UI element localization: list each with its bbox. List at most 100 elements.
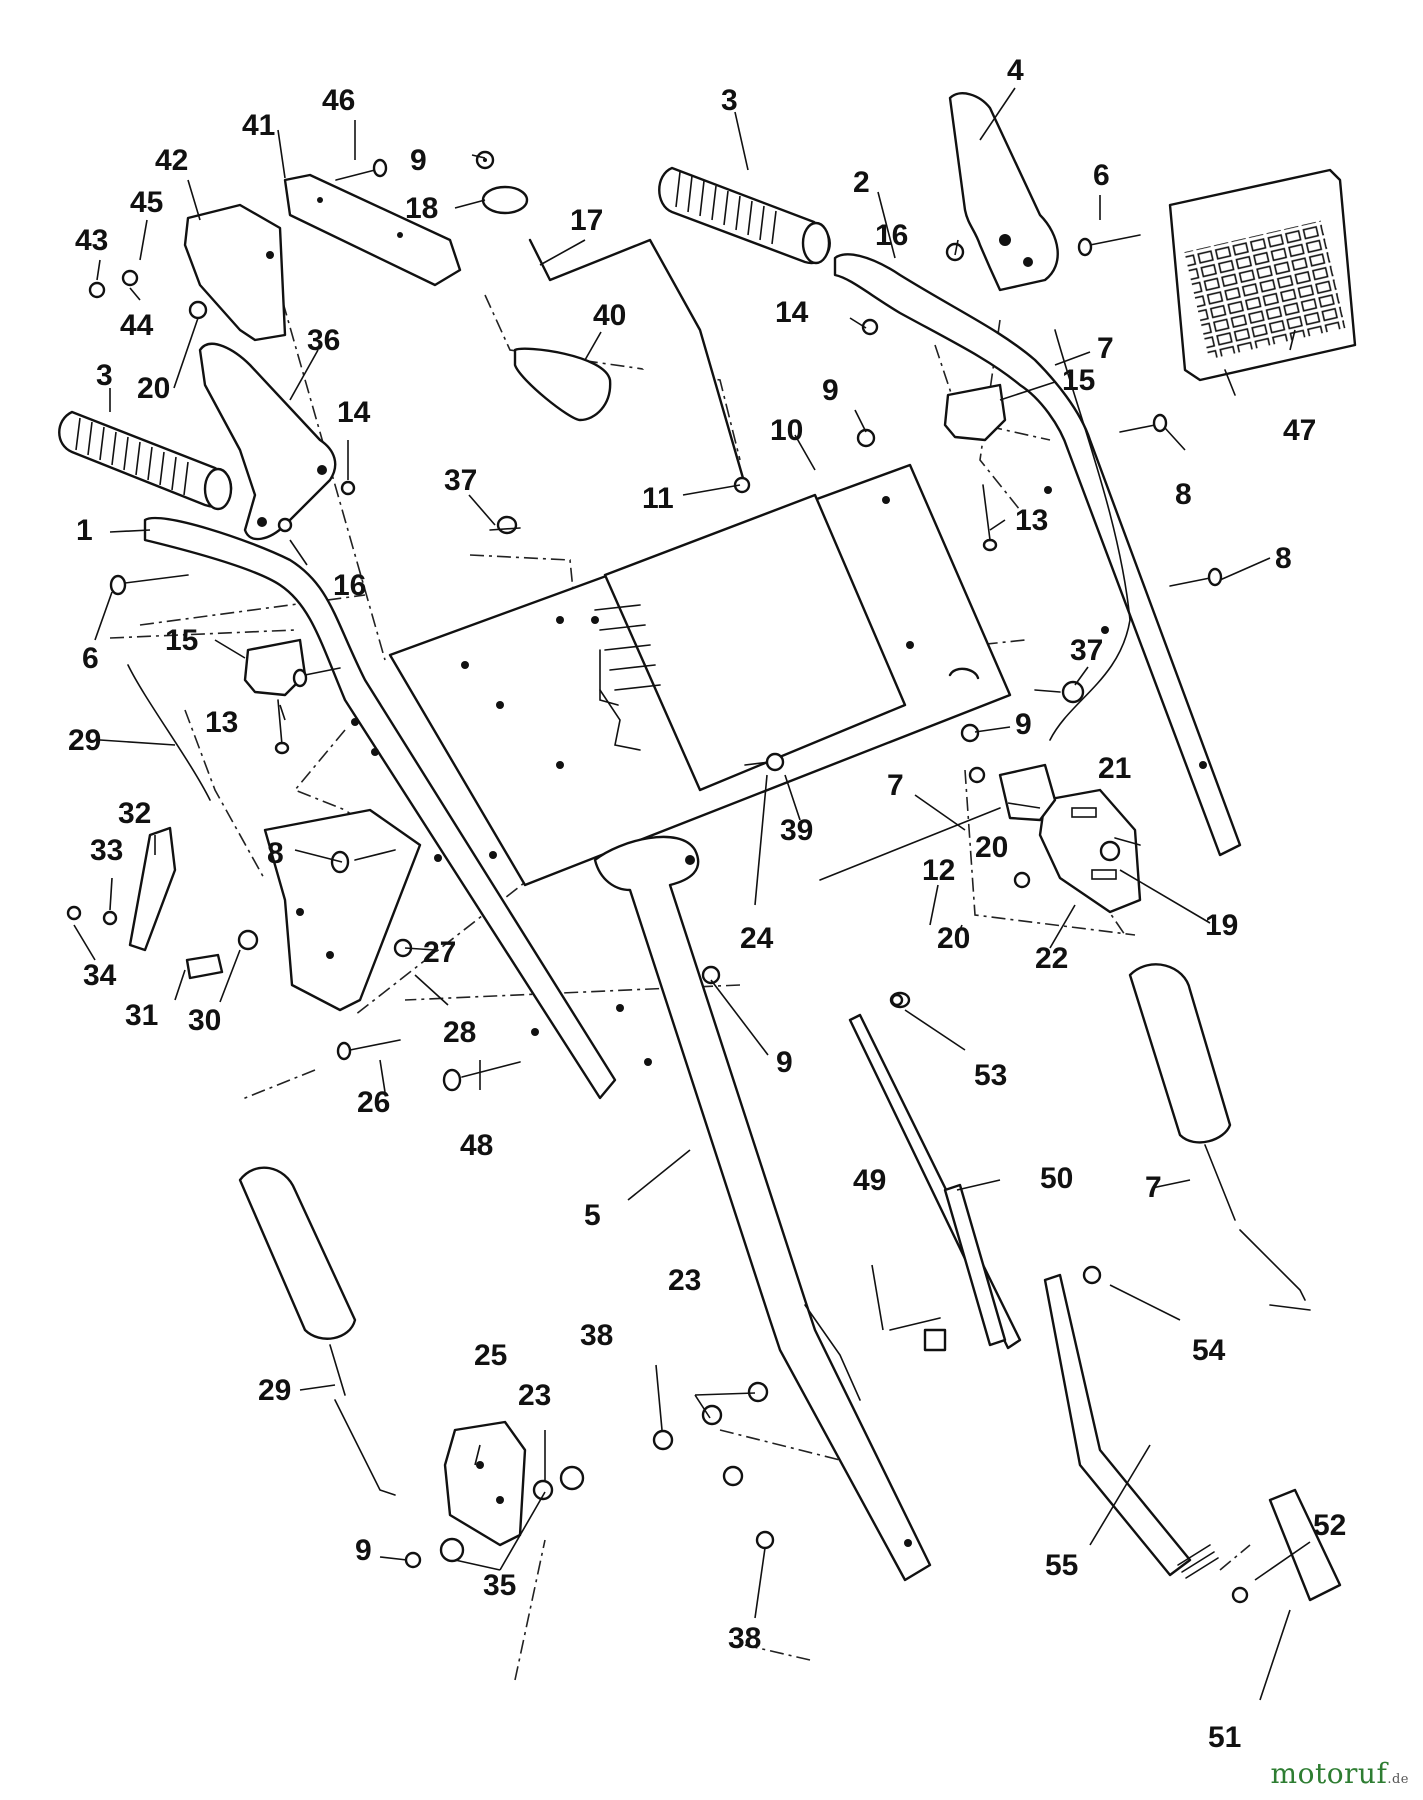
- bracket-32: [128, 826, 177, 952]
- callout-2: 2: [853, 166, 870, 199]
- callout-15-right: 15: [1062, 364, 1095, 397]
- callout-3-right: 3: [721, 84, 738, 117]
- bracket-22: [1038, 788, 1142, 914]
- callout-50: 50: [1040, 1162, 1073, 1195]
- callout-7-lower: 7: [1145, 1171, 1162, 1204]
- callout-42: 42: [155, 144, 188, 177]
- handle-right: [833, 253, 1242, 857]
- callout-40: 40: [593, 299, 626, 332]
- bracket-15-right: [943, 383, 1007, 442]
- callout-53: 53: [974, 1059, 1007, 1092]
- callout-9-left: 9: [355, 1534, 372, 1567]
- brand-watermark: motoruf.de: [1271, 1757, 1409, 1790]
- callout-45: 45: [130, 186, 163, 219]
- bracket-42: [183, 203, 287, 342]
- callout-5: 5: [584, 1199, 601, 1232]
- callout-38-top: 38: [580, 1319, 613, 1352]
- callout-46: 46: [322, 84, 355, 117]
- callout-35: 35: [483, 1569, 516, 1602]
- callout-9-bottom: 9: [776, 1046, 793, 1079]
- callout-14-left: 14: [337, 396, 371, 429]
- callout-16-left: 16: [333, 569, 366, 602]
- callout-8-left: 8: [267, 837, 284, 870]
- callout-13-right: 13: [1015, 504, 1048, 537]
- callout-30: 30: [188, 1004, 221, 1037]
- callout-9-panel: 9: [822, 374, 839, 407]
- callout-14-right: 14: [775, 296, 809, 329]
- callout-labels: 1 2 3 3 4 5 6 6 7 7 7 8 8 8 9 9 9 9 9 10…: [68, 54, 1346, 1754]
- callout-32: 32: [118, 797, 151, 830]
- callout-44: 44: [120, 309, 154, 342]
- plate-25: [443, 1420, 527, 1547]
- callout-27: 27: [423, 936, 456, 969]
- callout-22: 22: [1035, 942, 1068, 975]
- callout-26: 26: [357, 1086, 390, 1119]
- callout-12: 12: [922, 854, 955, 887]
- lever-left: [198, 342, 337, 541]
- callout-51: 51: [1208, 1721, 1241, 1754]
- callout-21: 21: [1098, 752, 1131, 785]
- lever-right: [948, 92, 1059, 292]
- callout-15-left: 15: [165, 624, 198, 657]
- callout-23-top: 23: [668, 1264, 701, 1297]
- callout-37-left: 37: [444, 464, 477, 497]
- bracket-15-left: [243, 638, 307, 697]
- panel-holes: [461, 496, 914, 859]
- callout-48: 48: [460, 1129, 493, 1162]
- hardware: [66, 150, 1249, 1604]
- callout-54: 54: [1192, 1334, 1226, 1367]
- callout-55: 55: [1045, 1549, 1078, 1582]
- bracket-28: [263, 808, 422, 1012]
- callout-7-top: 7: [1097, 332, 1114, 365]
- bracket-21: [998, 763, 1057, 822]
- callout-3-left: 3: [96, 359, 113, 392]
- callout-11: 11: [642, 482, 674, 515]
- callout-47: 47: [1283, 414, 1316, 447]
- callout-16-right: 16: [875, 219, 908, 252]
- callout-24: 24: [740, 922, 774, 955]
- brand-suffix: .de: [1387, 1772, 1409, 1787]
- callout-49: 49: [853, 1164, 886, 1197]
- callout-20-lower: 20: [937, 922, 970, 955]
- callout-39: 39: [780, 814, 813, 847]
- callout-8-right: 8: [1275, 542, 1292, 575]
- callout-31: 31: [125, 999, 158, 1032]
- callout-25: 25: [474, 1339, 507, 1372]
- callout-17: 17: [570, 204, 603, 237]
- callout-29-bottom: 29: [258, 1374, 291, 1407]
- callout-28: 28: [443, 1016, 476, 1049]
- callout-20-mid: 20: [975, 831, 1008, 864]
- callout-7-mid: 7: [887, 769, 904, 802]
- callout-34: 34: [83, 959, 117, 992]
- grip-right: [658, 166, 831, 265]
- callout-36: 36: [307, 324, 340, 357]
- callout-9-mid: 9: [1015, 708, 1032, 741]
- handle-left: [143, 516, 617, 1100]
- small-parts: [481, 185, 1342, 1602]
- cable-housings: [238, 963, 1306, 1496]
- callout-41: 41: [242, 109, 275, 142]
- callout-1: 1: [76, 514, 93, 547]
- callout-6-left: 6: [82, 642, 99, 675]
- callout-18: 18: [405, 192, 438, 225]
- headlight: [1168, 168, 1357, 396]
- leader-lines: [73, 87, 1311, 1701]
- callout-23-bottom: 23: [518, 1379, 551, 1412]
- callout-6-right: 6: [1093, 159, 1110, 192]
- callout-10: 10: [770, 414, 803, 447]
- bracket-41: [283, 173, 462, 287]
- callout-29-top: 29: [68, 724, 101, 757]
- grip-left: [58, 410, 233, 511]
- callout-37-right: 37: [1070, 634, 1103, 667]
- callout-38-bottom: 38: [728, 1622, 761, 1655]
- callout-20-left: 20: [137, 372, 170, 405]
- callout-19: 19: [1205, 909, 1238, 942]
- callout-33: 33: [90, 834, 123, 867]
- callout-8-right-top: 8: [1175, 478, 1192, 511]
- callout-4: 4: [1007, 54, 1024, 87]
- callout-52: 52: [1313, 1509, 1346, 1542]
- control-panel: [388, 463, 1012, 887]
- brand-name: motoruf: [1270, 1757, 1388, 1790]
- callout-9-top: 9: [410, 144, 427, 177]
